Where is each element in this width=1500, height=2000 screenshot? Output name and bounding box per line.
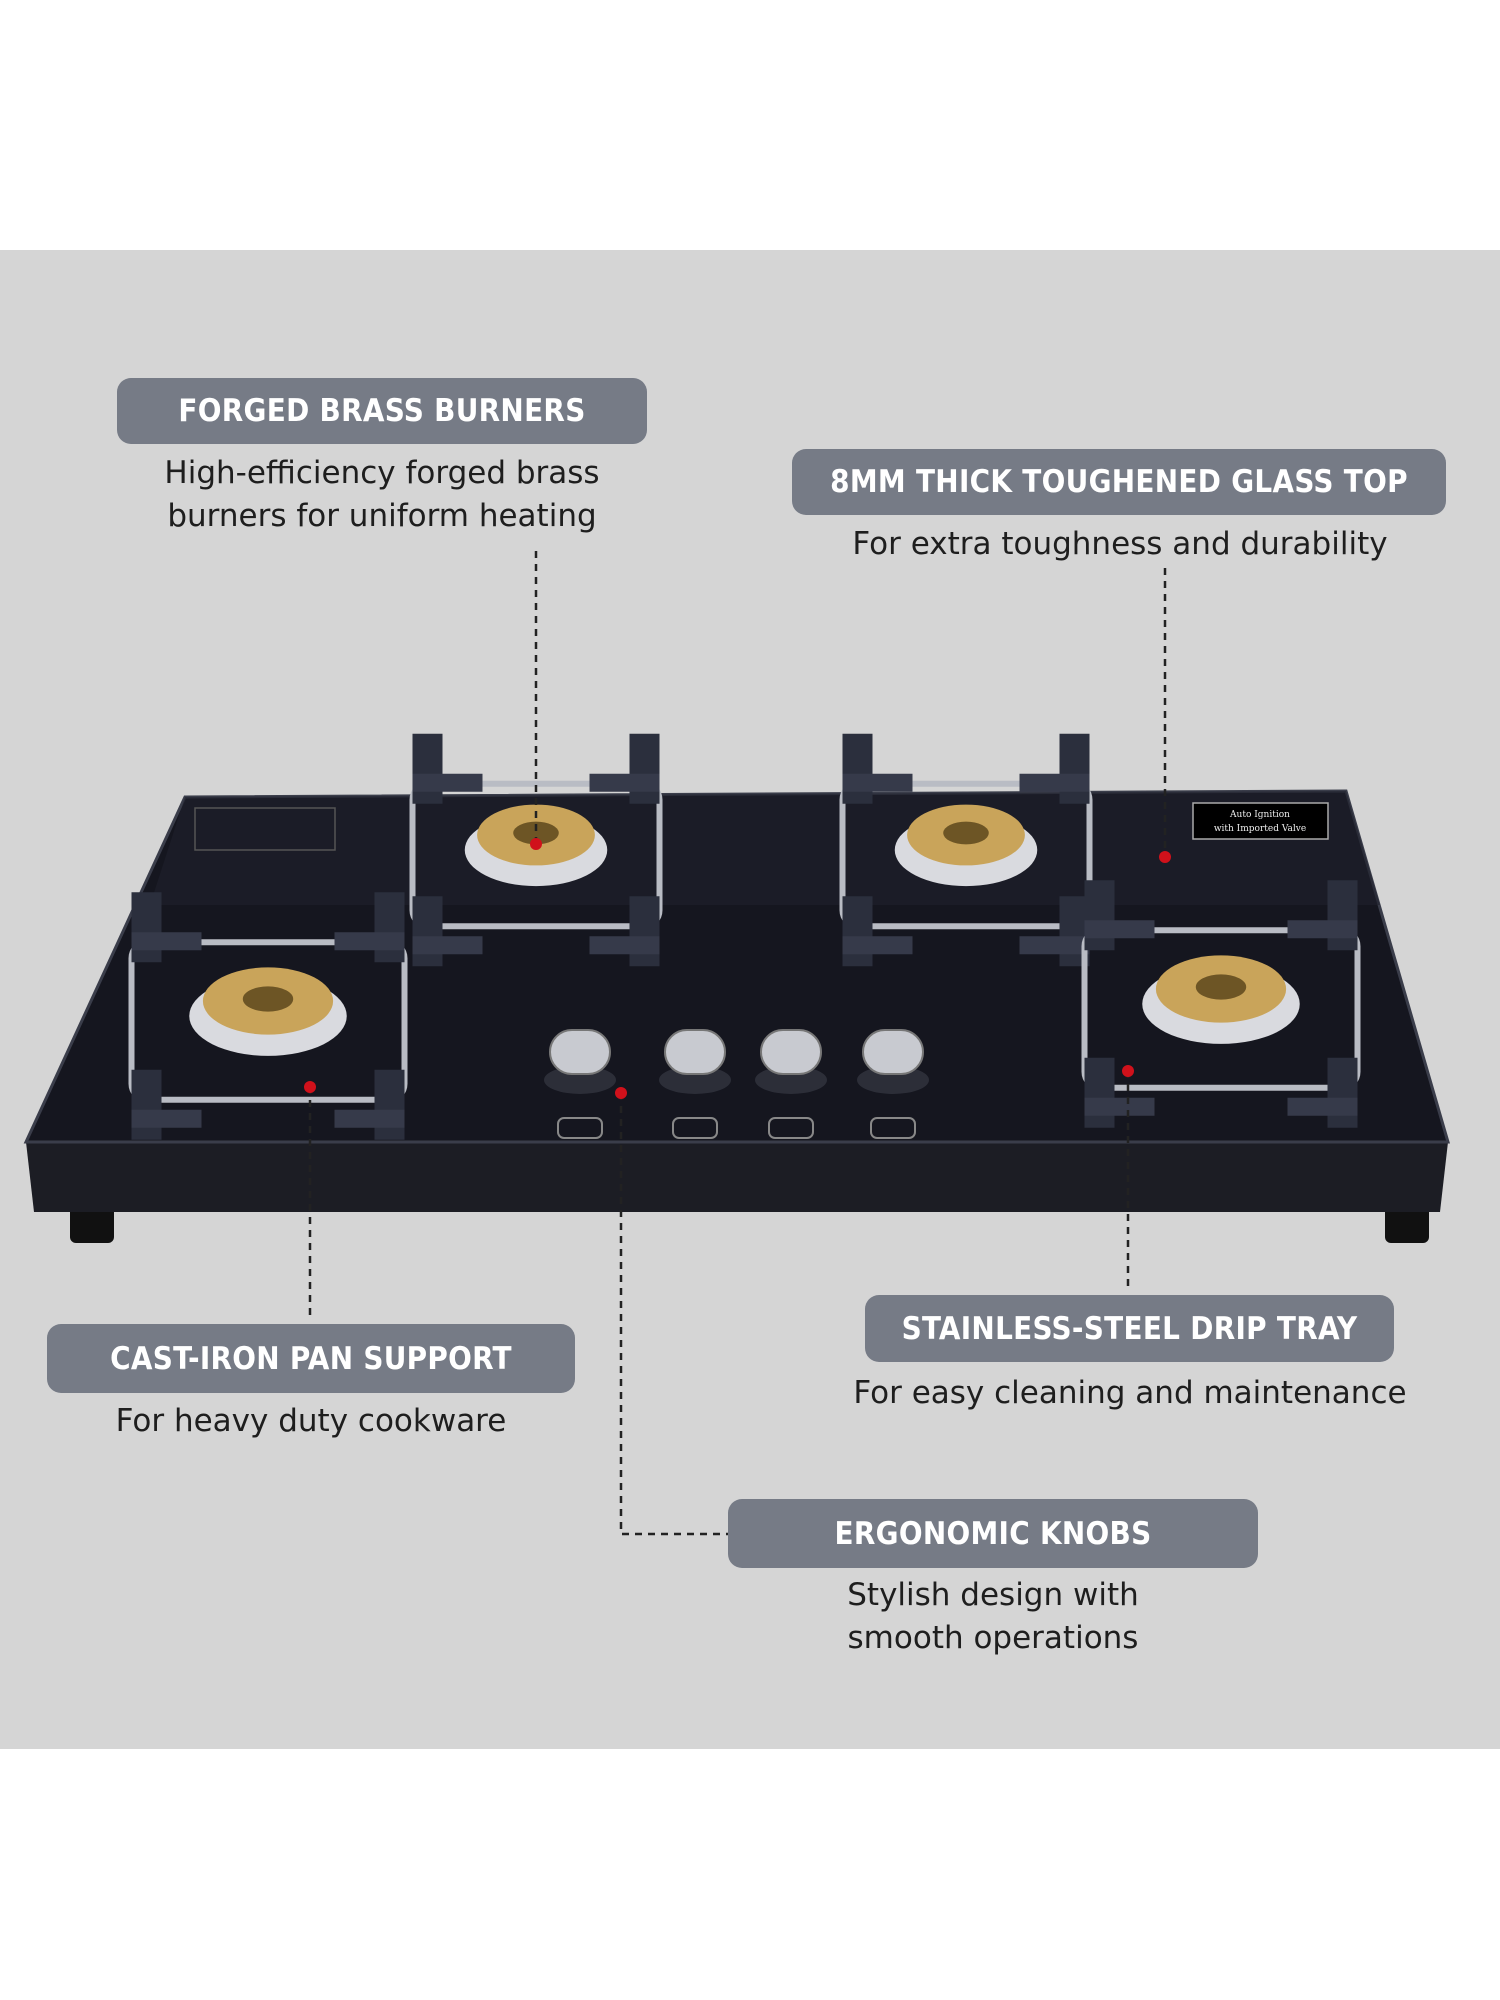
pan-support-arm [842,896,873,967]
feature-title-pan-support: CAST-IRON PAN SUPPORT [47,1324,575,1393]
pan-support-arm [1084,1057,1115,1128]
knob-indicator [768,1117,814,1139]
stove-base [26,1142,1448,1212]
feature-desc-brass-burners: High-efficiency forged brass burners for… [164,455,600,534]
feature-title-brass-burners: FORGED BRASS BURNERS [117,378,647,444]
pan-support-arm [1084,880,1115,951]
svg-text:with Imported Valve: with Imported Valve [1214,824,1306,834]
feature-desc-pan-support: For heavy duty cookware [115,1403,507,1439]
feature-desc-knobs: Stylish design with smooth operations [847,1577,1139,1656]
spec-sticker [194,807,336,851]
feature-title-drip-tray: STAINLESS-STEEL DRIP TRAY [865,1295,1394,1362]
pan-support-arm [842,733,873,804]
knob-indicator [557,1117,603,1139]
burner-assembly [409,733,663,967]
pan-support-arm [1059,733,1090,804]
pan-support-arm [1327,1057,1358,1128]
auto-ignition-label: Auto Ignition with Imported Valve [1192,802,1329,840]
pan-support-arm [131,892,162,963]
pan-support-arm [1327,880,1358,951]
callout-markers [304,838,1171,1099]
control-knob [755,1029,827,1139]
pan-support-arm [374,892,405,963]
control-knob [544,1029,616,1139]
knob-indicator [672,1117,718,1139]
pan-support-arm [629,733,660,804]
pan-support-arm [131,1069,162,1140]
feature-desc-glass-top: For extra toughness and durability [852,526,1388,562]
callout-lines [308,551,1167,1536]
control-knob [659,1029,731,1139]
pan-support-arm [629,896,660,967]
control-knob [857,1029,929,1139]
feature-title-glass-top: 8MM THICK TOUGHENED GLASS TOP [792,449,1446,515]
feature-desc-drip-tray: For easy cleaning and maintenance [853,1375,1407,1411]
burner-assembly [839,733,1093,967]
burner-assembly [1081,880,1361,1128]
pan-support-arm [412,733,443,804]
pan-support-arm [412,896,443,967]
pan-support-arm [374,1069,405,1140]
svg-text:Auto Ignition: Auto Ignition [1229,810,1290,820]
burner-assembly [128,892,408,1140]
feature-title-knobs: ERGONOMIC KNOBS [728,1499,1258,1568]
knob-indicator [870,1117,916,1139]
